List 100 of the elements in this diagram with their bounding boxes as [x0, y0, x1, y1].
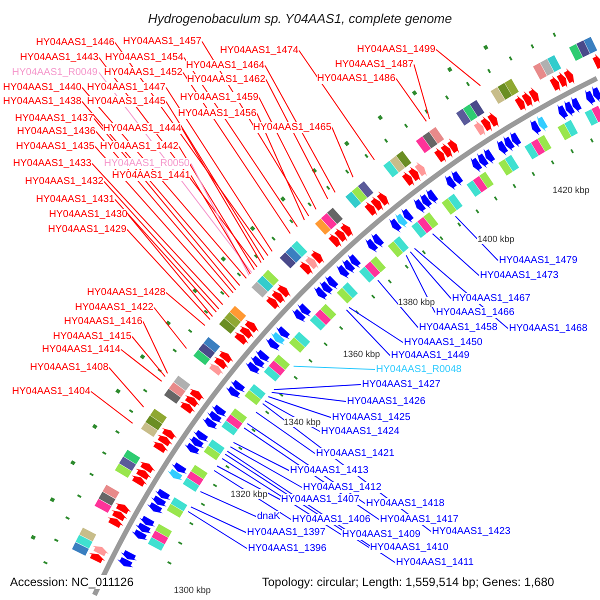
genome-summary: Topology: circular; Length: 1,559,514 bp; Genes: 1,680 [262, 575, 554, 589]
gene-label: HY04AAS1_1424 [321, 426, 400, 436]
gene-label: HY04AAS1_1432 [25, 176, 104, 186]
gene-label: HY04AAS1_1410 [370, 542, 448, 552]
gene-label: HY04AAS1_1433 [13, 158, 92, 168]
leader-line [166, 101, 264, 260]
gene-label: HY04AAS1_1413 [290, 464, 368, 476]
gene-label: HY04AAS1_1426 [347, 396, 426, 406]
gene-label: HY04AAS1_1462 [187, 74, 266, 84]
gene-label: HY04AAS1_1415 [53, 330, 132, 342]
leader-line [200, 491, 256, 517]
leader-line [293, 366, 376, 370]
gene-label: HY04AAS1_1438 [3, 96, 82, 106]
gene-label: HY04AAS1_1412 [303, 482, 382, 492]
leader-line [454, 216, 498, 261]
leader-line [154, 307, 187, 349]
scale-label: 1300 kbp [174, 585, 211, 596]
leader-line [114, 199, 217, 312]
gene-label: HY04AAS1_1443 [20, 52, 98, 62]
leader-line [108, 367, 144, 408]
gene-label: HY04AAS1_1396 [248, 542, 326, 554]
scale-label: 1420 kbp [552, 184, 590, 195]
gene-label: dnaK [257, 510, 280, 522]
gene-label: HY04AAS1_R0049 [12, 66, 98, 78]
gene-label: HY04AAS1_1425 [332, 412, 410, 422]
gene-label: HY04AAS1_1452 [104, 66, 182, 78]
gene-label: HY04AAS1_1467 [452, 292, 530, 304]
gene-label: HY04AAS1_1442 [100, 140, 178, 152]
leader-line [166, 292, 206, 326]
leader-line [216, 466, 280, 500]
gene-label: HY04AAS1_1429 [48, 224, 126, 234]
leader-line [258, 97, 316, 210]
leader-line [432, 233, 480, 276]
gene-label: HY04AAS1_1411 [396, 556, 474, 568]
gene-label: HY04AAS1_1408 [30, 362, 108, 372]
gene-label: HY04AAS1_1431 [36, 194, 114, 204]
gene-label: HY04AAS1_1449 [391, 350, 470, 360]
leader-line [414, 64, 430, 120]
gene-label: HY04AAS1_1435 [16, 140, 94, 152]
gene-label: HY04AAS1_1436 [17, 126, 96, 136]
gene-label: HY04AAS1_1407 [281, 494, 360, 504]
leader-line [346, 309, 390, 356]
leader-line [230, 446, 302, 488]
gene-label: HY04AAS1_1479 [499, 254, 578, 266]
leader-line [178, 146, 255, 270]
gene-label: HY04AAS1_1499 [357, 44, 436, 54]
leader-line [128, 214, 213, 317]
leader-line [166, 87, 273, 252]
gene-label: HY04AAS1_1458 [419, 322, 498, 332]
gene-label: HY04AAS1_1430 [49, 208, 128, 220]
gene-label: HY04AAS1_1414 [42, 344, 120, 354]
leader-line [90, 391, 134, 424]
leader-line [233, 442, 290, 471]
gene-label: HY04AAS1_1487 [335, 58, 414, 70]
scale-label: 1360 kbp [342, 349, 380, 360]
leader-line [332, 127, 354, 178]
gene-label: HY04AAS1_1440 [3, 82, 82, 92]
gene-label: HY04AAS1_1417 [380, 514, 458, 524]
gene-label: HY04AAS1_1418 [366, 498, 444, 508]
scale-label: 1400 kbp [477, 234, 514, 244]
scale-label: 1320 kbp [230, 488, 268, 499]
gene-label: HY04AAS1_1437 [15, 112, 94, 124]
scale-label: 1340 kbp [284, 416, 321, 427]
leader-line [182, 128, 262, 264]
gene-label: HY04AAS1_1427 [362, 378, 440, 390]
leader-line [348, 306, 404, 343]
gene-label: HY04AAS1_1450 [404, 336, 482, 348]
gene-label: HY04AAS1_1406 [292, 514, 370, 524]
gene-label: HY04AAS1_1422 [75, 302, 154, 312]
scale-label: 1380 kbp [398, 297, 435, 308]
leader-line [190, 506, 246, 533]
leader-line [273, 384, 362, 390]
gene-label: HY04AAS1_1468 [509, 322, 588, 334]
gene-label: HY04AAS1_1459 [180, 92, 258, 102]
gene-label: HY04AAS1_1457 [123, 36, 202, 46]
leader-line [142, 321, 168, 374]
gene-label: HY04AAS1_1404 [12, 386, 90, 396]
gene-label: HY04AAS1_1397 [247, 526, 326, 538]
gene-label: HY04AAS1_1454 [105, 52, 184, 62]
leader-line [256, 113, 305, 220]
gene-label: HY04AAS1_1409 [342, 528, 420, 540]
leader-line [92, 163, 224, 306]
gene-label: HY04AAS1_1464 [186, 60, 264, 70]
gene-label: HY04AAS1_1456 [178, 108, 256, 118]
leader-line [104, 181, 220, 310]
gene-label: HY04AAS1_1473 [480, 270, 558, 280]
gene-label: HY04AAS1_1444 [103, 122, 182, 134]
gene-label: HY04AAS1_1474 [220, 44, 298, 56]
gene-label: HY04AAS1_1446 [36, 36, 114, 48]
leader-line [268, 396, 332, 418]
gene-label: HY04AAS1_1416 [64, 316, 142, 326]
leader-line [264, 65, 336, 193]
gene-label: HY04AAS1_R0048 [376, 364, 462, 374]
gene-label: HY04AAS1_1466 [436, 306, 514, 318]
gene-label: HY04AAS1_1447 [87, 82, 166, 92]
gene-label: HY04AAS1_1465 [253, 122, 332, 132]
leader-line [126, 229, 210, 320]
gene-label: HY04AAS1_1423 [432, 526, 510, 536]
leader-line [266, 79, 328, 200]
gene-label: HY04AAS1_1421 [316, 448, 394, 458]
